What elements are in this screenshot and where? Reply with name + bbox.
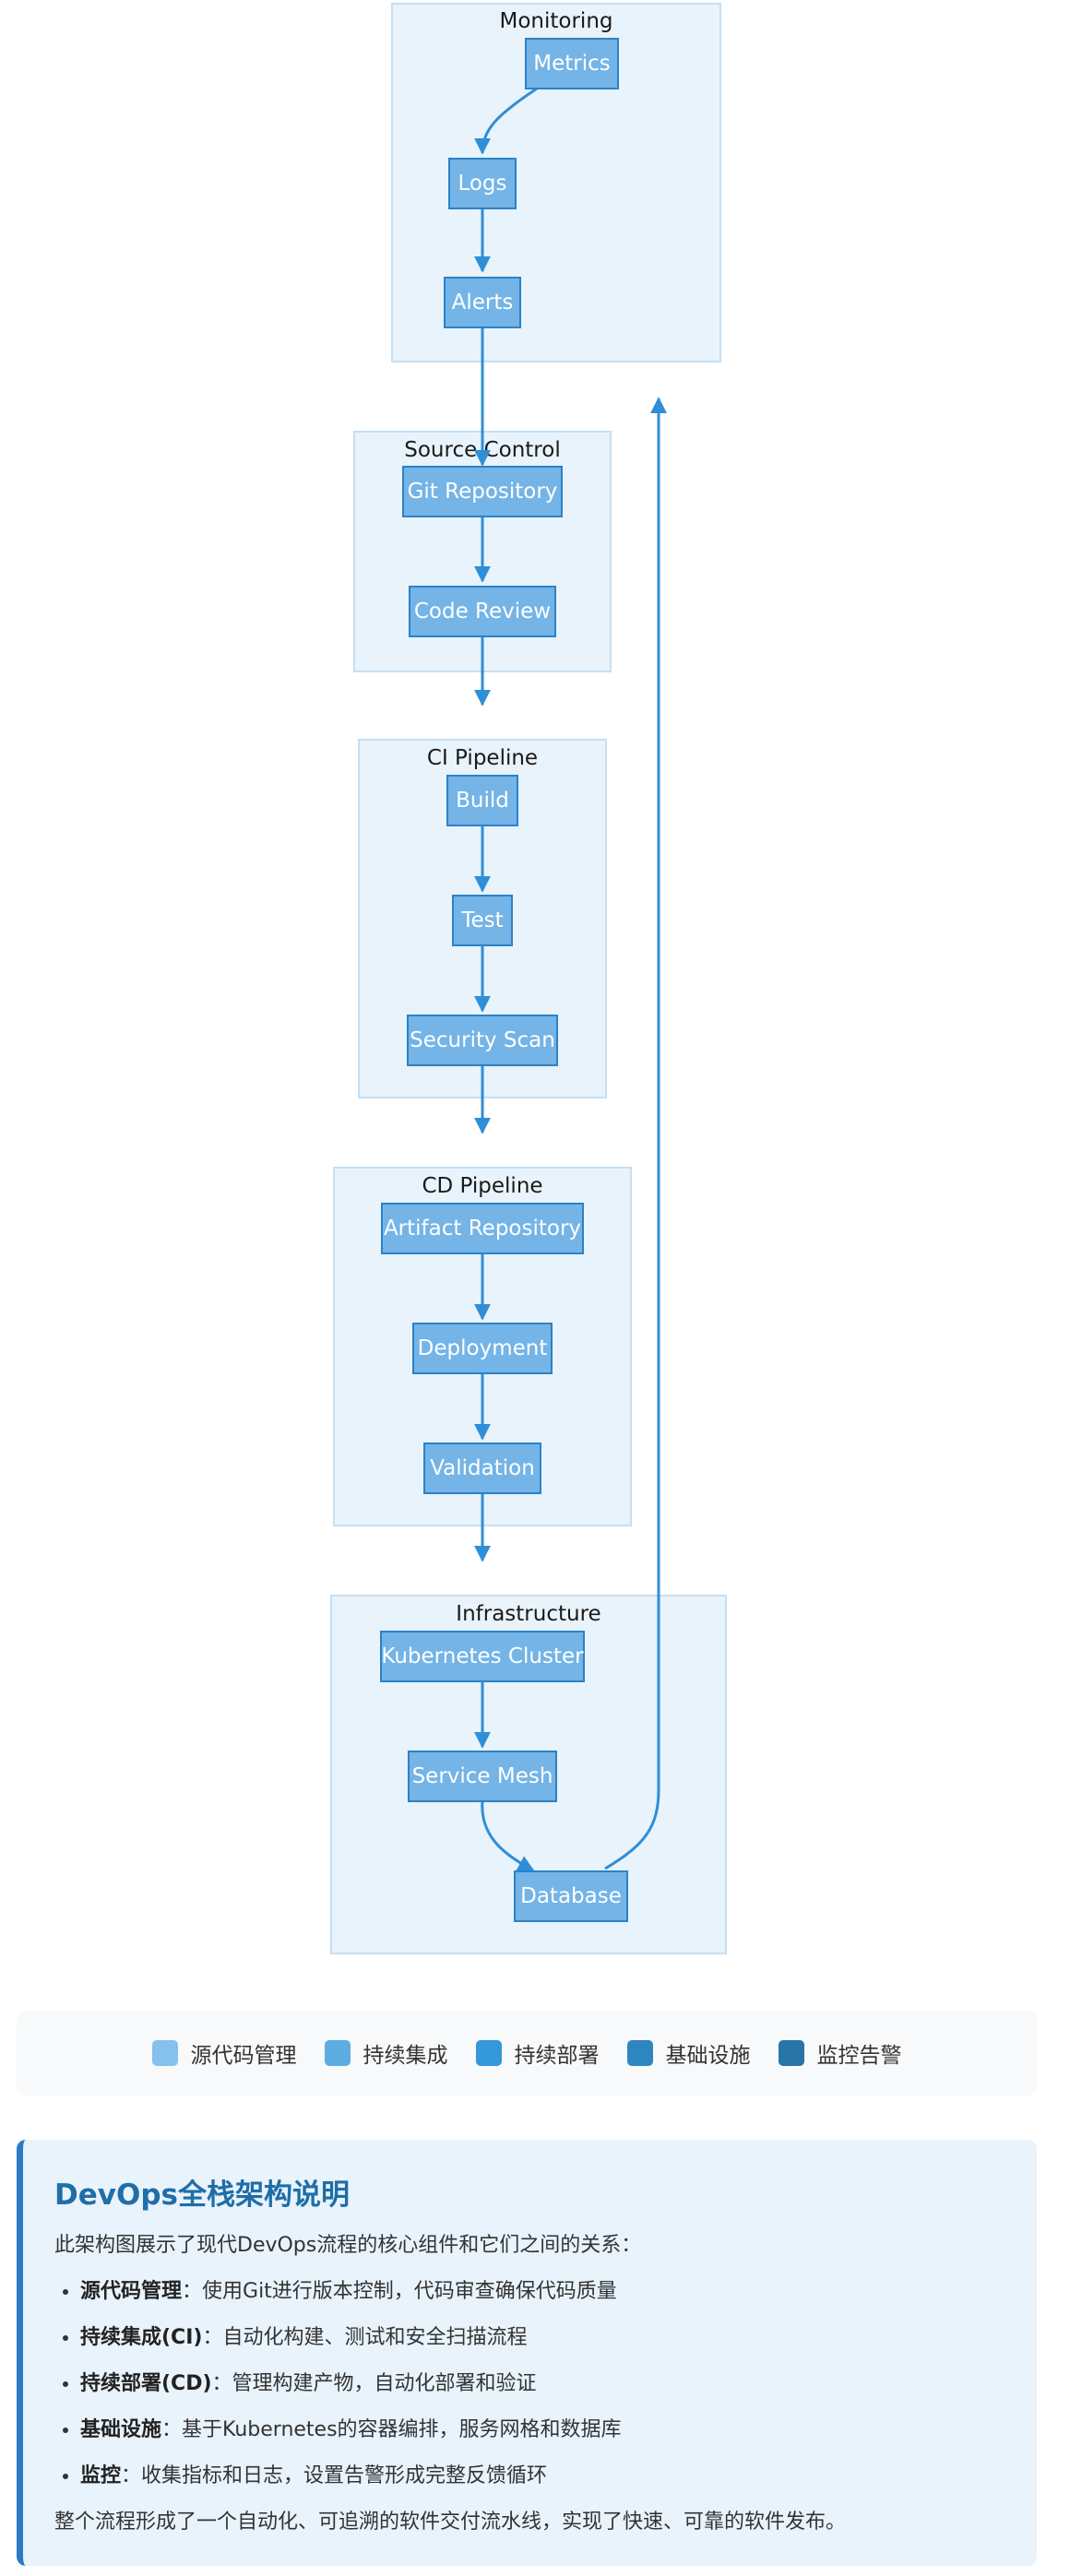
node-validation[interactable]: Validation [423, 1442, 541, 1494]
list-item: 基础设施：基于Kubernetes的容器编排，服务网格和数据库 [80, 2416, 1005, 2445]
node-service-mesh[interactable]: Service Mesh [408, 1751, 557, 1802]
edge-database-metrics-feedback [604, 397, 667, 1870]
node-security-scan[interactable]: Security Scan [407, 1015, 558, 1066]
list-item-term: 监控 [80, 2464, 122, 2487]
node-build-label: Build [456, 789, 509, 813]
node-kubernetes-cluster-label: Kubernetes Cluster [381, 1644, 584, 1668]
explanation-intro: 此架构图展示了现代DevOps流程的核心组件和它们之间的关系： [54, 2234, 642, 2257]
node-code-review[interactable]: Code Review [409, 586, 556, 637]
list-item-desc: ：自动化构建、测试和安全扫描流程 [202, 2326, 528, 2349]
list-item-desc: ：收集指标和日志，设置告警形成完整反馈循环 [121, 2464, 548, 2487]
list-item-term: 持续集成(CI) [80, 2326, 203, 2349]
explanation-panel: DevOps全栈架构说明 此架构图展示了现代DevOps流程的核心组件和它们之间… [17, 2140, 1037, 2566]
list-item-desc: ：使用Git进行版本控制，代码审查确保代码质量 [182, 2280, 617, 2303]
node-alerts-label: Alerts [452, 291, 514, 315]
list-item: 源代码管理：使用Git进行版本控制，代码审查确保代码质量 [80, 2277, 1005, 2307]
explanation-outro: 整个流程形成了一个自动化、可追溯的软件交付流水线，实现了快速、可靠的软件发布。 [54, 2511, 847, 2534]
node-build[interactable]: Build [446, 775, 518, 826]
node-validation-label: Validation [430, 1456, 535, 1480]
legend-label: 持续部署 [514, 2044, 600, 2068]
legend-swatch [151, 2040, 178, 2066]
node-security-scan-label: Security Scan [410, 1028, 555, 1052]
node-deployment[interactable]: Deployment [412, 1323, 553, 1374]
legend-item-ci: 持续集成 [324, 2037, 448, 2069]
legend-swatch [778, 2040, 804, 2066]
list-item-term: 基础设施 [80, 2418, 162, 2441]
list-item-term: 源代码管理 [80, 2280, 183, 2303]
node-alerts[interactable]: Alerts [444, 277, 521, 328]
node-git-repository-label: Git Repository [408, 480, 558, 504]
legend: 源代码管理 持续集成 持续部署 基础设施 监控告警 [17, 2011, 1037, 2095]
list-item-desc: ：管理构建产物，自动化部署和验证 [211, 2372, 537, 2395]
legend-swatch [626, 2040, 653, 2066]
legend-label: 监控告警 [816, 2044, 902, 2068]
node-git-repository[interactable]: Git Repository [402, 466, 563, 517]
edge-metrics-logs [474, 87, 538, 155]
node-service-mesh-label: Service Mesh [412, 1764, 553, 1788]
node-logs-label: Logs [458, 172, 506, 196]
node-artifact-repository-label: Artifact Repository [384, 1217, 581, 1241]
devops-architecture-diagram: Monitoring Source Control CI Pipeline CD… [330, 3, 727, 1954]
legend-item-source-control: 源代码管理 [151, 2037, 297, 2069]
node-test[interactable]: Test [452, 895, 513, 946]
legend-label: 基础设施 [665, 2044, 751, 2068]
list-item: 持续部署(CD)：管理构建产物，自动化部署和验证 [80, 2369, 1005, 2399]
legend-item-infrastructure: 基础设施 [626, 2037, 751, 2069]
node-test-label: Test [460, 908, 503, 932]
node-deployment-label: Deployment [418, 1336, 548, 1360]
cluster-cd-pipeline-label: CD Pipeline [422, 1174, 542, 1198]
node-logs[interactable]: Logs [448, 158, 517, 209]
explanation-list: 源代码管理：使用Git进行版本控制，代码审查确保代码质量 持续集成(CI)：自动… [54, 2277, 1005, 2491]
list-item-desc: ：基于Kubernetes的容器编排，服务网格和数据库 [161, 2418, 622, 2441]
node-metrics[interactable]: Metrics [525, 38, 619, 89]
node-code-review-label: Code Review [414, 599, 551, 623]
list-item: 监控：收集指标和日志，设置告警形成完整反馈循环 [80, 2462, 1005, 2491]
cluster-infrastructure-label: Infrastructure [456, 1602, 600, 1626]
legend-label: 源代码管理 [190, 2044, 297, 2068]
node-metrics-label: Metrics [533, 52, 611, 76]
list-item-term: 持续部署(CD) [80, 2372, 212, 2395]
node-artifact-repository[interactable]: Artifact Repository [381, 1203, 584, 1254]
explanation-title: DevOps全栈架构说明 [54, 2178, 350, 2212]
legend-item-monitoring: 监控告警 [778, 2037, 902, 2069]
node-database[interactable]: Database [514, 1870, 628, 1922]
cluster-ci-pipeline-label: CI Pipeline [427, 746, 538, 770]
legend-item-cd: 持续部署 [475, 2037, 600, 2069]
edge-mesh-database [481, 1799, 535, 1872]
legend-label: 持续集成 [363, 2044, 448, 2068]
legend-swatch [475, 2040, 502, 2066]
list-item: 持续集成(CI)：自动化构建、测试和安全扫描流程 [80, 2323, 1005, 2353]
legend-swatch [324, 2040, 351, 2066]
node-kubernetes-cluster[interactable]: Kubernetes Cluster [380, 1631, 585, 1682]
node-database-label: Database [520, 1884, 622, 1908]
cluster-monitoring-label: Monitoring [500, 9, 613, 33]
